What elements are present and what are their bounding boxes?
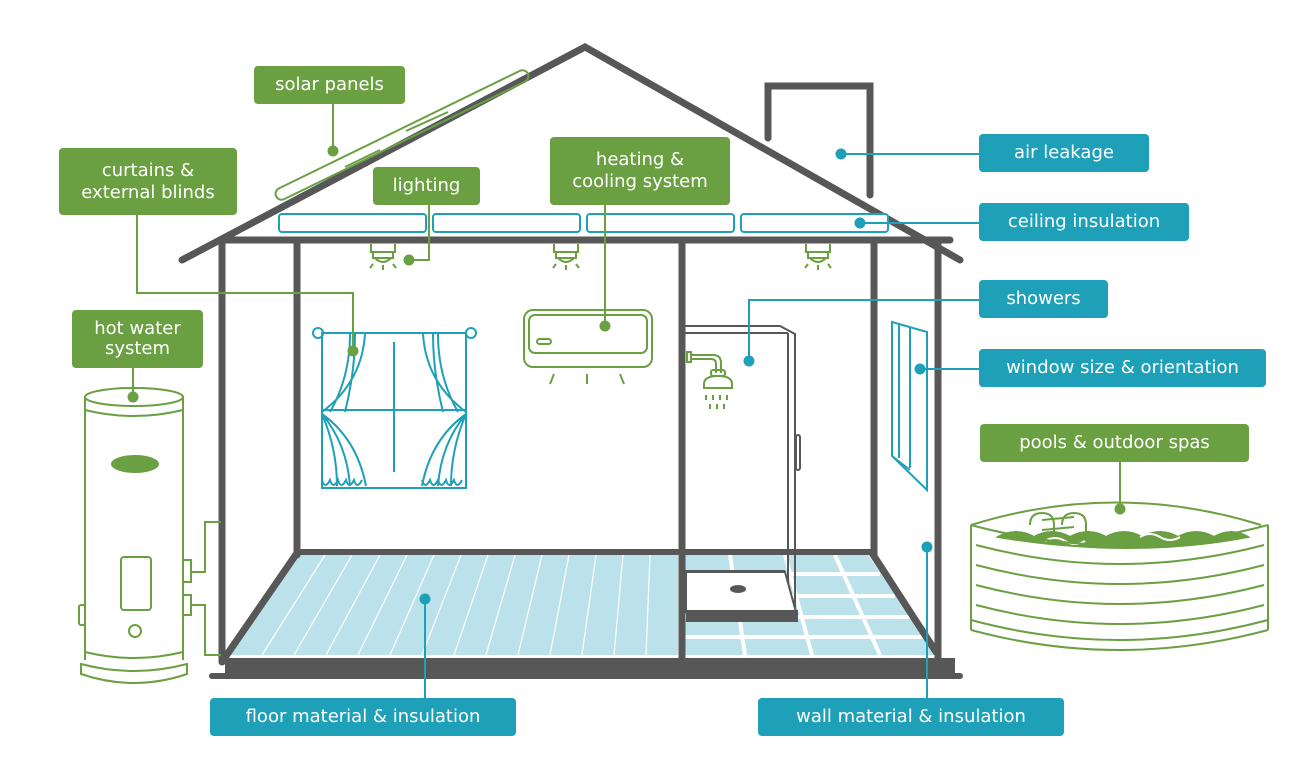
- label-ceiling-insulation: ceiling insulation: [979, 203, 1189, 241]
- air-conditioner-icon: [523, 309, 653, 385]
- green-leader-lines: [127, 103, 1126, 515]
- floor-boards: [228, 554, 678, 656]
- label-pools-outdoor-spas: pools & outdoor spas: [980, 424, 1249, 462]
- hot-water-tank-icon: [78, 387, 221, 684]
- teal-leader-lines: [419, 148, 979, 698]
- label-showers: showers: [979, 280, 1108, 318]
- label-heating-cooling-system: heating & cooling system: [550, 137, 730, 205]
- shower-enclosure: [684, 325, 801, 622]
- label-curtains-external-blinds: curtains & external blinds: [59, 148, 237, 215]
- side-window-icon: [891, 320, 928, 493]
- shower-head-icon: [686, 351, 733, 409]
- label-window-size-orientation: window size & orientation: [979, 349, 1266, 387]
- label-air-leakage: air leakage: [979, 134, 1149, 172]
- ceiling-insulation-batts: [278, 213, 889, 233]
- label-lighting: lighting: [373, 167, 480, 205]
- curtain-window-icon: [312, 327, 477, 489]
- solar-panel-icon: [274, 69, 530, 201]
- label-wall-material-insulation: wall material & insulation: [758, 698, 1064, 736]
- pool-icon: [970, 501, 1269, 651]
- ceiling-light-icons: [369, 244, 832, 270]
- label-floor-material-insulation: floor material & insulation: [210, 698, 516, 736]
- house-structure: [178, 43, 964, 679]
- label-hot-water-system: hot water system: [72, 310, 203, 368]
- label-solar-panels: solar panels: [254, 66, 405, 104]
